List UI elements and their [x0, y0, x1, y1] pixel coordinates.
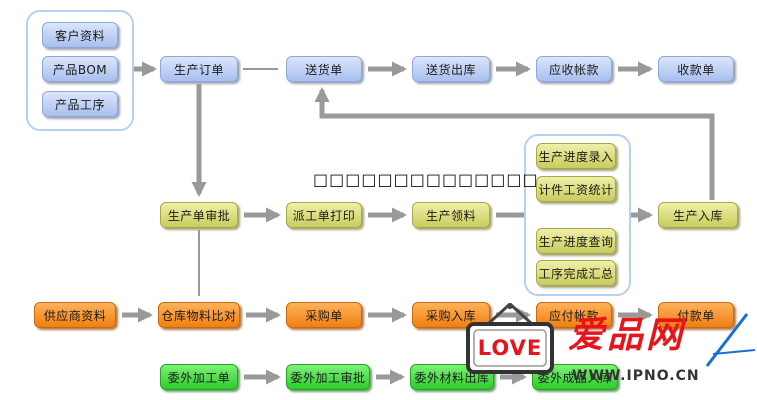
node-product-bom[interactable]: 产品BOM	[42, 56, 118, 82]
node-purchase-order[interactable]: 采购单	[286, 302, 362, 328]
node-payment[interactable]: 付款单	[658, 302, 734, 328]
node-warehouse-compare[interactable]: 仓库物料比对	[158, 302, 240, 328]
node-delivery-out[interactable]: 送货出库	[412, 56, 490, 82]
node-customer-data[interactable]: 客户资料	[42, 22, 118, 48]
node-delivery-note[interactable]: 送货单	[286, 56, 362, 82]
love-sign-icon	[466, 302, 554, 374]
node-outsource-approval[interactable]: 委外加工审批	[286, 364, 370, 390]
node-progress-entry[interactable]: 生产进度录入	[536, 143, 616, 169]
node-outsource-in[interactable]: 委外成品入库	[532, 364, 618, 390]
diagram-heading: □□□□□□□□□□□□□□	[313, 170, 539, 189]
watermark: LOVE 爱品网 WWW.IPNO.CN	[460, 300, 757, 400]
arrow-in-to-delivery	[314, 87, 715, 200]
node-receivable[interactable]: 应收帐款	[536, 56, 612, 82]
node-progress-query[interactable]: 生产进度查询	[536, 228, 616, 254]
node-production-order[interactable]: 生产订单	[160, 56, 238, 82]
watermark-url: WWW.IPNO.CN	[572, 368, 700, 384]
node-product-process[interactable]: 产品工序	[42, 91, 118, 117]
node-piecework-stats[interactable]: 计件工资统计	[536, 176, 616, 202]
node-supplier-data[interactable]: 供应商资料	[34, 302, 116, 328]
node-outsource-order[interactable]: 委外加工单	[160, 364, 238, 390]
node-material-pick[interactable]: 生产领料	[412, 202, 490, 228]
node-production-approval[interactable]: 生产单审批	[160, 202, 238, 228]
watermark-love: LOVE	[477, 336, 543, 360]
node-production-in[interactable]: 生产入库	[658, 202, 738, 228]
watermark-brand: 爱品网	[568, 315, 686, 356]
node-dispatch-print[interactable]: 派工单打印	[286, 202, 362, 228]
swoosh-icon	[705, 313, 756, 367]
node-receipt[interactable]: 收款单	[658, 56, 734, 82]
node-process-summary[interactable]: 工序完成汇总	[536, 260, 616, 286]
